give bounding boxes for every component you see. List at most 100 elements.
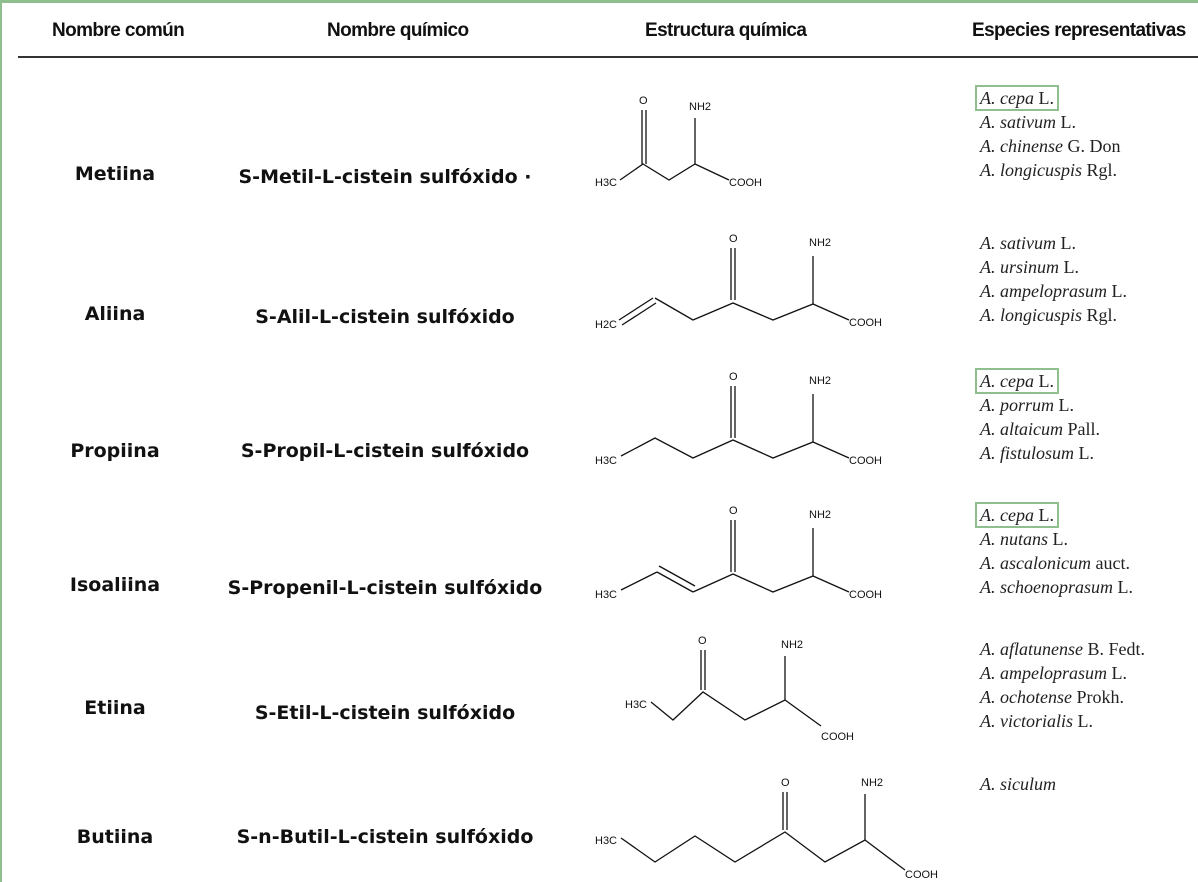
header-species: Especies representativas	[972, 20, 1186, 41]
header-rule	[18, 56, 1198, 58]
species-genus: A. aflatunense	[980, 639, 1083, 659]
label-nh2: NH2	[781, 639, 803, 651]
species-author: L.	[1107, 663, 1128, 683]
chemical-name-aliina: S-Alil-L-cistein sulfóxido	[255, 306, 515, 328]
chemical-name-etiina: S-Etil-L-cistein sulfóxido	[254, 702, 516, 724]
species-item: A. porrum L.	[980, 393, 1198, 417]
species-genus: A. cepa	[980, 88, 1034, 108]
species-author: L.	[1048, 529, 1069, 549]
species-genus: A. ampeloprasum	[980, 281, 1107, 301]
species-genus: A. ochotense	[980, 687, 1072, 707]
species-genus: A. ampeloprasum	[980, 663, 1107, 683]
species-genus: A. ursinum	[980, 257, 1060, 277]
species-genus: A. cepa	[980, 371, 1034, 391]
species-author: L.	[1113, 577, 1134, 597]
species-author: L.	[1073, 711, 1094, 731]
label-oxygen: O	[729, 233, 738, 245]
species-item: A. ochotense Prokh.	[980, 685, 1198, 709]
species-author: Rgl.	[1082, 160, 1118, 180]
species-butiina: A. siculum	[980, 772, 1198, 796]
species-item: A. ampeloprasum L.	[980, 661, 1198, 685]
common-name-aliina: Aliina	[84, 303, 146, 325]
label-nh2: NH2	[809, 509, 831, 521]
structure-isoaliina: H3C O NH2 COOH	[595, 505, 882, 601]
species-author: L.	[1059, 257, 1080, 277]
label-cooh: COOH	[849, 589, 882, 601]
label-h2c: H2C	[595, 319, 617, 331]
species-item: A. sativum L.	[980, 110, 1198, 134]
common-name-propiina: Propiina	[70, 440, 160, 462]
species-item: A. nutans L.	[980, 527, 1198, 551]
species-item: A. longicuspis Rgl.	[980, 303, 1198, 327]
species-propiina: A. cepa L. A. porrum L. A. altaicum Pall…	[975, 368, 1198, 465]
header-chemical-name: Nombre químico	[327, 20, 469, 41]
species-genus: A. nutans	[980, 529, 1049, 549]
structure-metiina: H3C O NH2 COOH	[595, 95, 762, 189]
species-aliina: A. sativum L. A. ursinum L. A. ampelopra…	[980, 231, 1198, 327]
chemical-name-metiina: S-Metil-L-cistein sulfóxido ·	[238, 166, 532, 188]
label-cooh: COOH	[729, 177, 762, 189]
species-etiina: A. aflatunense B. Fedt. A. ampeloprasum …	[980, 637, 1198, 733]
structure-propiina: H3C O NH2 COOH	[595, 371, 882, 467]
species-genus: A. altaicum	[980, 419, 1063, 439]
species-item: A. chinense G. Don	[980, 134, 1198, 158]
structure-etiina: H3C O NH2 COOH	[625, 635, 854, 743]
label-oxygen: O	[698, 635, 707, 647]
species-author: Pall.	[1063, 419, 1101, 439]
species-item: A. ursinum L.	[980, 255, 1198, 279]
label-oxygen: O	[729, 371, 738, 383]
label-h3c: H3C	[595, 455, 617, 467]
common-name-etiina: Etiina	[84, 697, 146, 719]
label-oxygen: O	[639, 95, 648, 107]
species-author: B. Fedt.	[1082, 639, 1145, 659]
species-author: Prokh.	[1071, 687, 1124, 707]
species-genus: A. fistulosum	[980, 443, 1075, 463]
species-item: A. altaicum Pall.	[980, 417, 1198, 441]
species-author: L.	[1033, 88, 1054, 108]
common-name-metiina: Metiina	[74, 163, 156, 185]
species-item: A. sativum L.	[980, 231, 1198, 255]
species-item: A. ampeloprasum L.	[980, 279, 1198, 303]
species-item: A. fistulosum L.	[980, 441, 1198, 465]
species-isoaliina: A. cepa L. A. nutans L. A. ascalonicum a…	[975, 502, 1198, 599]
species-item: A. schoenoprasum L.	[980, 575, 1198, 599]
species-genus: A. ascalonicum	[980, 553, 1091, 573]
species-item: A. cepa L.	[975, 502, 1198, 528]
label-cooh: COOH	[849, 455, 882, 467]
label-nh2: NH2	[809, 237, 831, 249]
species-item: A. longicuspis Rgl.	[980, 158, 1198, 182]
header-common-name: Nombre común	[52, 20, 185, 41]
species-genus: A. victorialis	[980, 711, 1073, 731]
label-h3c: H3C	[595, 835, 617, 847]
label-h3c: H3C	[595, 177, 617, 189]
species-item: A. ascalonicum auct.	[980, 551, 1198, 575]
species-author: L.	[1056, 233, 1077, 253]
species-item: A. siculum	[980, 772, 1198, 796]
label-h3c: H3C	[625, 699, 647, 711]
common-name-butiina: Butiina	[76, 826, 154, 848]
species-author: L.	[1033, 505, 1054, 525]
structure-butiina: H3C O NH2 COOH	[595, 777, 938, 881]
species-author: L.	[1056, 112, 1077, 132]
label-cooh: COOH	[905, 869, 938, 881]
species-author: L.	[1033, 371, 1054, 391]
species-metiina: A. cepa L. A. sativum L. A. chinense G. …	[975, 85, 1198, 182]
structure-aliina: H2C O NH2 COOH	[595, 233, 882, 331]
species-author: auct.	[1090, 553, 1130, 573]
species-genus: A. porrum	[980, 395, 1055, 415]
label-nh2: NH2	[689, 101, 711, 113]
chemical-name-butiina: S-n-Butil-L-cistein sulfóxido	[236, 826, 534, 848]
label-oxygen: O	[781, 777, 790, 789]
species-author: L.	[1107, 281, 1128, 301]
species-genus: A. longicuspis	[980, 160, 1082, 180]
species-genus: A. sativum	[980, 112, 1056, 132]
chemical-name-propiina: S-Propil-L-cistein sulfóxido	[240, 440, 530, 462]
species-author: Rgl.	[1082, 305, 1118, 325]
species-genus: A. schoenoprasum	[980, 577, 1113, 597]
label-cooh: COOH	[849, 317, 882, 329]
header-structure: Estructura química	[645, 20, 807, 41]
species-author: L.	[1054, 395, 1075, 415]
species-item: A. cepa L.	[975, 85, 1198, 111]
species-genus: A. chinense	[980, 136, 1063, 156]
